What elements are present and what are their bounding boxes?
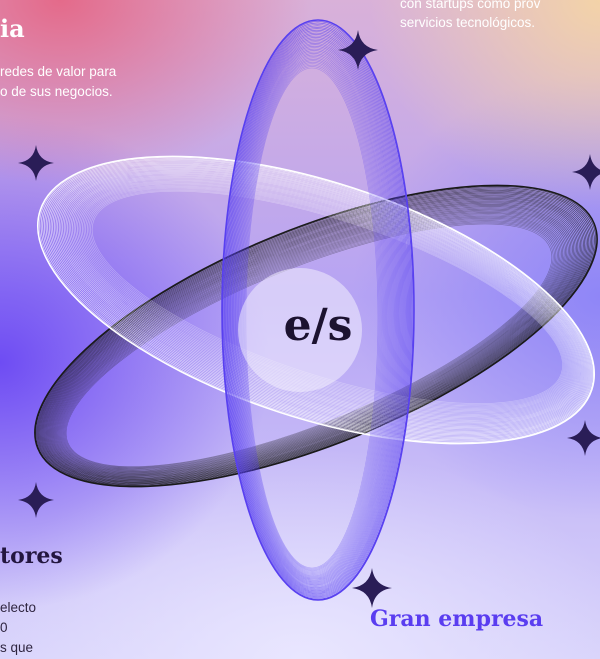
ring-line bbox=[226, 29, 407, 594]
ring-line bbox=[58, 170, 583, 428]
ring-line bbox=[38, 189, 592, 485]
ring-line bbox=[60, 171, 582, 427]
ring-line bbox=[40, 158, 593, 442]
ring-line bbox=[239, 54, 389, 578]
ring-line bbox=[37, 188, 594, 485]
sparkle-icon bbox=[567, 420, 600, 456]
ring-line bbox=[55, 210, 568, 474]
ring-line bbox=[235, 47, 394, 582]
ring-line bbox=[234, 44, 396, 584]
ring-line bbox=[63, 173, 580, 425]
ring-line bbox=[228, 34, 404, 591]
center-glow bbox=[238, 268, 362, 392]
ring-line bbox=[53, 208, 570, 475]
ring-line bbox=[223, 22, 413, 599]
ring-line bbox=[237, 51, 391, 579]
sparkle-icon bbox=[572, 154, 600, 190]
ring-line bbox=[56, 212, 566, 473]
ring-line bbox=[62, 219, 558, 470]
ring-line bbox=[40, 192, 590, 484]
ring-line bbox=[232, 41, 398, 586]
ring-line bbox=[58, 214, 564, 472]
ring-outline bbox=[34, 184, 598, 488]
ring-line bbox=[234, 45, 395, 583]
ring-line bbox=[46, 200, 580, 479]
ring-outline bbox=[221, 19, 415, 601]
ring-line bbox=[231, 40, 400, 587]
ring-line bbox=[229, 35, 403, 590]
ring-line bbox=[50, 164, 587, 435]
ring-line bbox=[233, 42, 397, 585]
bottom-left-body: electo 0 s que bbox=[0, 600, 37, 655]
ring-line bbox=[225, 26, 409, 596]
ring-line bbox=[228, 32, 405, 592]
top-left-heading: ia bbox=[0, 14, 25, 43]
ring-line bbox=[55, 167, 584, 431]
ring-outline bbox=[36, 155, 596, 445]
ring-line bbox=[236, 48, 393, 581]
ring-line bbox=[39, 157, 594, 443]
ring-line bbox=[52, 207, 572, 476]
ring-line bbox=[53, 166, 585, 432]
ring-line bbox=[59, 215, 562, 472]
ring-line bbox=[230, 37, 402, 589]
ring-line bbox=[227, 31, 406, 593]
ring-line bbox=[44, 196, 584, 481]
ring-line bbox=[223, 24, 412, 598]
ring-line bbox=[224, 25, 410, 597]
ring-line bbox=[61, 217, 559, 470]
ring-line bbox=[57, 168, 583, 430]
sparkle-icon bbox=[338, 30, 378, 70]
top-right-body: con startups como prov servicios tecnoló… bbox=[400, 0, 541, 30]
ring-line bbox=[36, 187, 595, 486]
top-left-body: redes de valor para o de sus negocios. bbox=[0, 64, 117, 99]
ring-line bbox=[45, 161, 590, 438]
ring-line bbox=[62, 172, 581, 426]
sparkle-icon bbox=[18, 482, 54, 518]
bottom-right-heading: Gran empresa bbox=[370, 606, 544, 632]
ring-line bbox=[47, 162, 589, 437]
ring-line bbox=[236, 50, 392, 580]
ring-line bbox=[231, 38, 401, 588]
ring-line bbox=[226, 28, 408, 595]
bottom-left-heading: tores bbox=[0, 543, 63, 569]
ring-line bbox=[52, 165, 586, 433]
ring-line bbox=[49, 163, 588, 436]
ring-line bbox=[49, 203, 576, 478]
logo: e/s bbox=[283, 300, 353, 351]
ring-line bbox=[39, 191, 591, 484]
ring-line bbox=[238, 53, 390, 578]
ring-line bbox=[45, 199, 581, 480]
ring-line bbox=[42, 159, 592, 441]
ring-line bbox=[44, 160, 591, 439]
sparkle-icon bbox=[18, 145, 54, 181]
sparkle-icon bbox=[352, 568, 392, 608]
